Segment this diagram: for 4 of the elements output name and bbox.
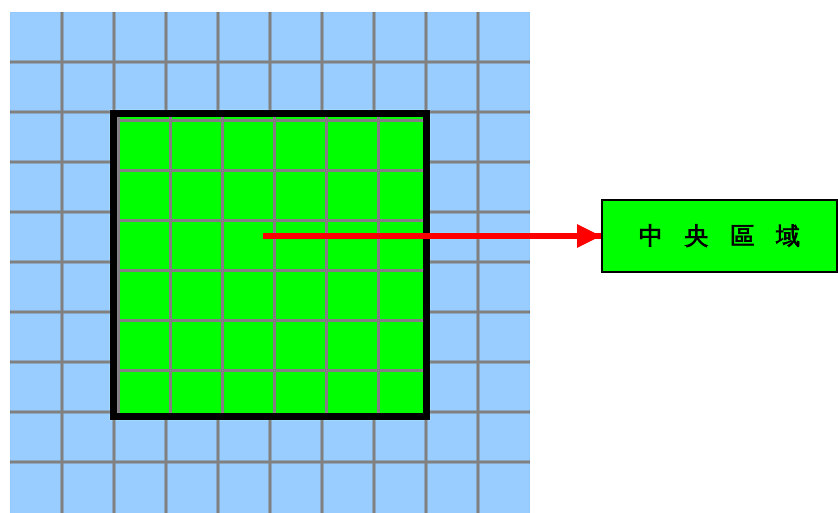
- area-label: 中央區域: [638, 220, 822, 252]
- label-box: [601, 199, 838, 273]
- arrow: [263, 224, 601, 248]
- central-area: [110, 110, 430, 420]
